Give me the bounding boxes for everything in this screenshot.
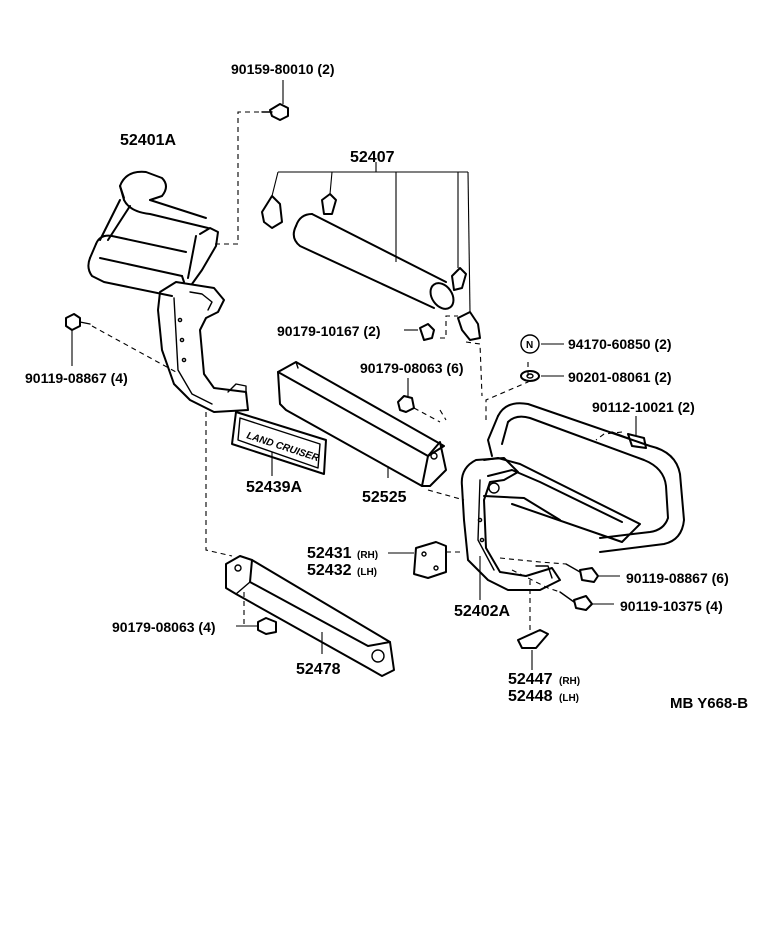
right-guard-dash-2	[595, 431, 623, 441]
label-washer: 90201-08061 (2)	[568, 369, 672, 385]
right-guard-dash-1	[485, 362, 529, 420]
label-cover-rh-side: (RH)	[559, 676, 580, 687]
label-pipe: 52407	[350, 149, 395, 166]
label-center-bar: 52525	[362, 489, 407, 506]
label-bracket-lh: 52432	[307, 562, 352, 579]
right-guard-dash-3	[465, 341, 483, 397]
diagram-code: MB Y668-B	[670, 695, 748, 712]
label-bolt-right-2: 90119-10375 (4)	[620, 598, 723, 614]
label-bracket-rh-side: (RH)	[357, 550, 378, 561]
label-emblem: 52439A	[246, 479, 302, 496]
label-nut-bottom: 90179-08063 (4)	[112, 619, 216, 635]
label-nut-n: 94170-60850 (2)	[568, 336, 672, 352]
nut-n-drawing: N	[520, 334, 564, 354]
label-bolt-left-side: 90119-08867 (4)	[25, 370, 128, 386]
label-bolt-top: 90159-80010 (2)	[231, 61, 335, 77]
bolt-left-side-drawing	[65, 313, 177, 373]
bolt-mid-left-drawing	[404, 323, 435, 341]
right-guard-drawing	[460, 402, 685, 600]
bracket-drawing	[388, 541, 462, 579]
label-left-guard: 52401A	[120, 132, 176, 149]
emblem-drawing: LAND CRUISER	[231, 411, 327, 476]
nut-mid-drawing	[397, 378, 441, 423]
label-cover-rh: 52447	[508, 671, 553, 688]
bolts-right-drawing	[499, 557, 620, 630]
washer-drawing	[520, 370, 564, 382]
nut-bottom-drawing	[236, 617, 277, 635]
label-right-guard: 52402A	[454, 603, 510, 620]
label-cover-lh: 52448	[508, 688, 553, 705]
bolt-right-top-drawing	[611, 416, 647, 449]
label-lower-bar: 52478	[296, 661, 341, 678]
label-cover-lh-side: (LH)	[559, 693, 579, 704]
label-bolt-right-top: 90112-10021 (2)	[592, 399, 695, 415]
pipe-drawing	[261, 162, 481, 341]
left-guard-drawing	[87, 170, 249, 413]
lower-bar-drawing	[205, 412, 395, 677]
center-dash	[439, 409, 447, 421]
nut-n-symbol: N	[526, 340, 533, 351]
bolt-top-drawing	[214, 80, 289, 245]
label-bolt-right-1: 90119-08867 (6)	[626, 570, 729, 586]
center-bar-drawing	[277, 361, 447, 487]
cover-drawing	[517, 629, 549, 670]
label-bracket-lh-side: (LH)	[357, 567, 377, 578]
label-nut-mid: 90179-08063 (6)	[360, 360, 464, 376]
center-bar-dash	[427, 489, 465, 501]
label-bolt-mid-left: 90179-10167 (2)	[277, 323, 381, 339]
label-bracket-rh: 52431	[307, 545, 352, 562]
